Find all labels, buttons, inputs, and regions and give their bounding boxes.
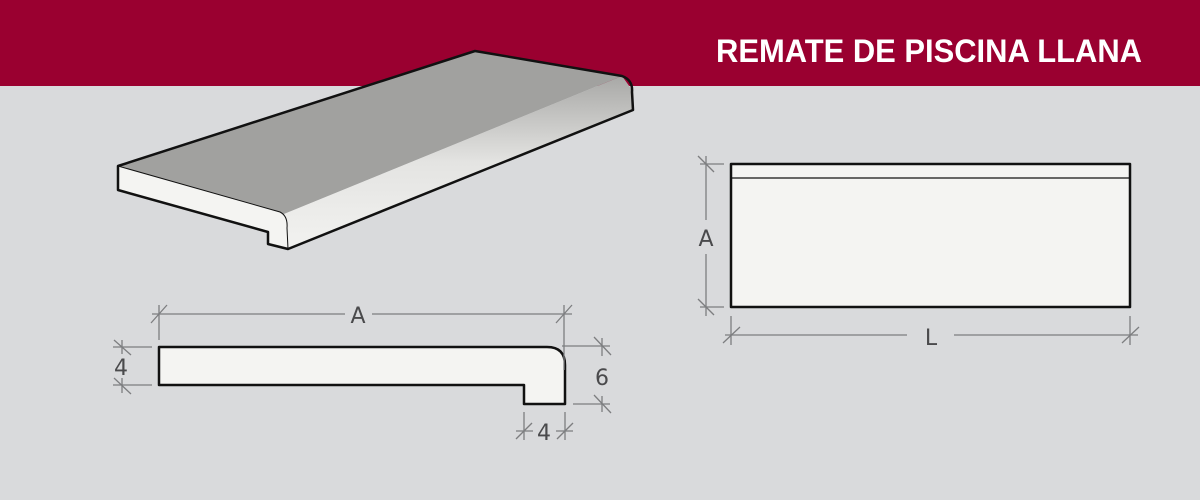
profile-width-label: A: [350, 304, 365, 329]
coping-3d-illustration: [116, 49, 635, 251]
profile-shape: [157, 345, 567, 406]
plan-length-label: L: [925, 326, 938, 351]
profile-thickness-label: 4: [114, 356, 128, 381]
profile-nose-width-label: 4: [537, 421, 551, 446]
profile-nose-height-label: 6: [595, 366, 609, 391]
plan-rectangle: [729, 162, 1132, 309]
plan-view: A L: [697, 155, 1140, 351]
plan-width-label: A: [698, 227, 713, 252]
page-title: REMATE DE PISCINA LLANA: [716, 33, 1142, 69]
profile-section-view: A 4 6 4: [113, 304, 612, 446]
